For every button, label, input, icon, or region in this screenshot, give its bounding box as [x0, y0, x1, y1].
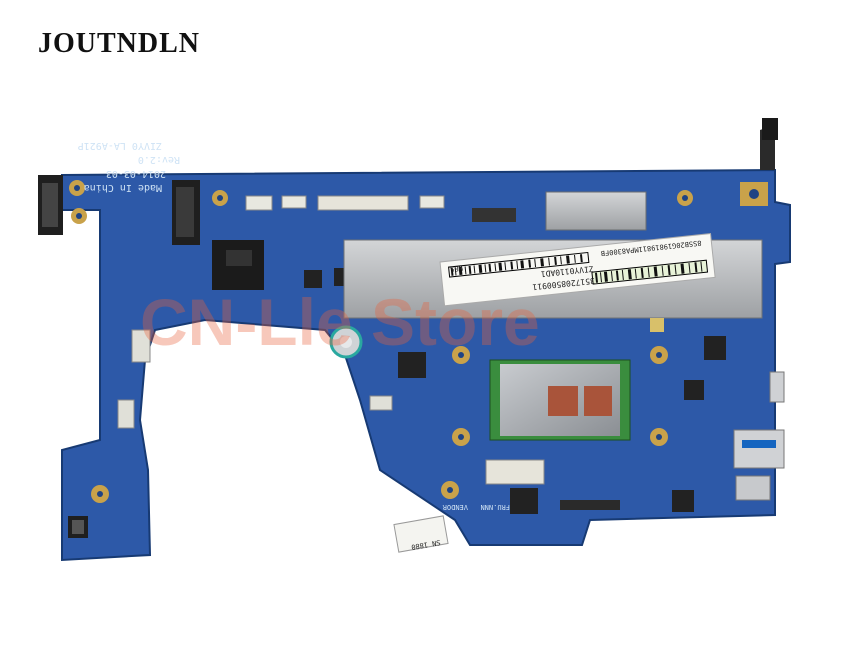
- silk-date: 2014-03-03: [106, 168, 166, 179]
- silk-fru: FRU.NNN: [480, 503, 510, 511]
- part-sticker: 3517208500911 ZIVY0110AD1 8SSB20G1981981…: [439, 233, 716, 307]
- silk-vendor: VENDOR: [442, 503, 468, 511]
- brand-logo-text: JOUTNDLN: [38, 28, 201, 59]
- watermark: CN-Lle Store: [140, 285, 540, 359]
- silk-model: ZIVY0 LA-A921P: [78, 140, 162, 151]
- sticker-w8s: W8S: [450, 264, 463, 273]
- usb-port: [733, 429, 785, 469]
- silk-origin: Made In China: [84, 182, 162, 193]
- silk-rev: Rev:2.0: [138, 154, 180, 165]
